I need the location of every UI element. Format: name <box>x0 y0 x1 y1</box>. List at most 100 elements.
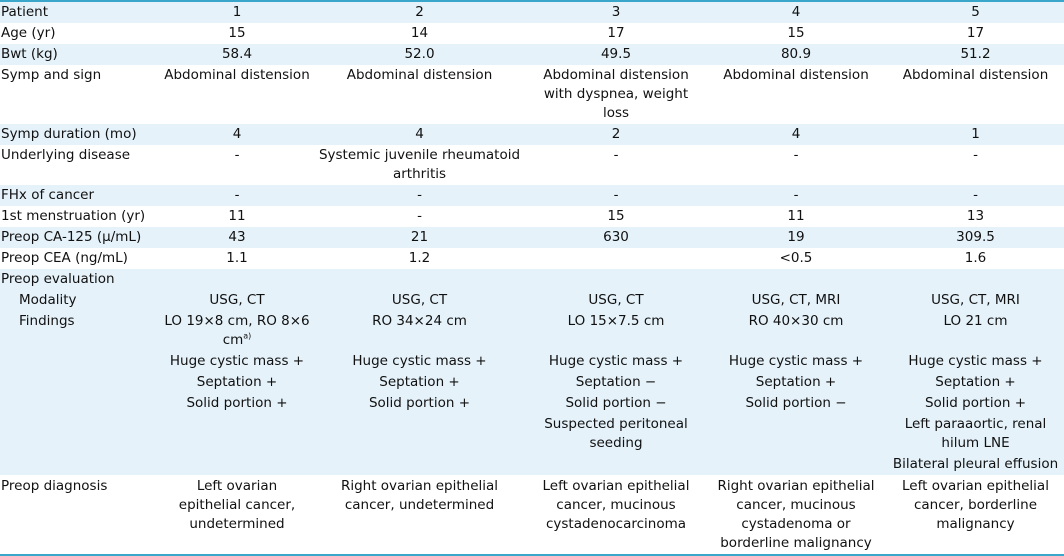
table-cell: Solid portion + <box>887 393 1064 414</box>
table-cell: Left ovarian epithelial cancer, mucinous… <box>527 475 705 555</box>
table-row: Preop CA-125 (μ/mL) 43 21 630 19 309.5 <box>0 227 1064 248</box>
table-cell: Abdominal distension <box>346 67 493 83</box>
table-cell: USG, CT, MRI <box>705 290 887 311</box>
table-cell: Solid portion + <box>312 393 527 414</box>
row-label: Age (yr) <box>1 25 56 41</box>
table-row: Bwt (kg) 58.4 52.0 49.5 80.9 51.2 <box>0 44 1064 65</box>
table-cell: LO 19×8 cm, RO 8×6 cma) <box>162 311 312 351</box>
table-cell: 1 <box>887 124 1064 145</box>
row-label: Preop diagnosis <box>0 475 162 555</box>
table-cell: LO 21 cm <box>887 311 1064 351</box>
table-cell: Bilateral pleural effusion <box>887 454 1064 476</box>
table-row: Age (yr) 15 14 17 15 17 <box>0 23 1064 44</box>
table-cell: Huge cystic mass + <box>312 351 527 372</box>
table-cell: 17 <box>607 25 625 41</box>
table-cell: - <box>162 185 312 206</box>
table-cell: Septation + <box>887 372 1064 393</box>
table-cell: - <box>417 208 422 224</box>
table-cell: USG, CT, MRI <box>887 290 1064 311</box>
table-row: Solid portion + Solid portion + Solid po… <box>0 393 1064 414</box>
table-cell: - <box>312 185 527 206</box>
table-cell: 14 <box>410 25 429 41</box>
table-cell: Left ovarian epithelial cancer, borderli… <box>887 475 1064 555</box>
table-cell: USG, CT <box>162 290 312 311</box>
row-label: Symp and sign <box>1 67 102 83</box>
table-cell: 630 <box>527 227 705 248</box>
table-cell: RO 40×30 cm <box>705 311 887 351</box>
table-cell: 17 <box>966 25 985 41</box>
table-cell: 4 <box>162 124 312 145</box>
table-cell: Solid portion − <box>705 393 887 414</box>
row-label: FHx of cancer <box>0 185 162 206</box>
table-cell: Huge cystic mass + <box>527 351 705 372</box>
table-row: Findings LO 19×8 cm, RO 8×6 cma) RO 34×2… <box>0 311 1064 351</box>
table-cell: 1.1 <box>226 250 248 266</box>
table-row: Symp and sign Abdominal distension Abdom… <box>0 65 1064 124</box>
table-cell: Septation − <box>527 372 705 393</box>
table-cell: <0.5 <box>779 250 813 266</box>
row-label: Modality <box>0 290 162 311</box>
row-label: Preop CA-125 (μ/mL) <box>0 227 162 248</box>
table-row: Bilateral pleural effusion <box>0 454 1064 476</box>
table-cell: USG, CT <box>527 290 705 311</box>
table-cell: 49.5 <box>527 44 705 65</box>
table-cell: LO 15×7.5 cm <box>527 311 705 351</box>
table-row: Suspected peritoneal seeding Left paraao… <box>0 414 1064 454</box>
row-label: Bwt (kg) <box>0 44 162 65</box>
table-row: Preop CEA (ng/mL) 1.1 1.2 <0.5 1.6 <box>0 248 1064 269</box>
header-cell: 1 <box>162 1 312 23</box>
row-label: Underlying disease <box>1 147 131 163</box>
row-label: 1st menstruation (yr) <box>1 208 146 224</box>
header-cell: 3 <box>527 1 705 23</box>
finding-text: LO 19×8 cm, RO 8×6 cm <box>164 313 310 348</box>
table-cell: 13 <box>966 208 985 224</box>
table-cell: 15 <box>787 25 805 41</box>
header-cell: 5 <box>887 1 1064 23</box>
table-row: Huge cystic mass + Huge cystic mass + Hu… <box>0 351 1064 372</box>
table-cell: 1.2 <box>408 250 431 266</box>
table-row: Preop diagnosis Left ovarian epithelial … <box>0 475 1064 555</box>
footnote-mark: a) <box>243 331 252 341</box>
header-cell: 2 <box>312 1 527 23</box>
section-row: Preop evaluation <box>0 269 1064 290</box>
table-cell: Septation + <box>705 372 887 393</box>
table-cell: 19 <box>705 227 887 248</box>
table-cell: USG, CT <box>312 290 527 311</box>
table-cell <box>527 248 705 269</box>
table-cell: Abdominal distension <box>902 67 1049 83</box>
table-cell: 52.0 <box>312 44 527 65</box>
table-row: Modality USG, CT USG, CT USG, CT USG, CT… <box>0 290 1064 311</box>
table-cell: 21 <box>312 227 527 248</box>
table-cell: Abdominal distension <box>723 67 869 83</box>
table-cell: 15 <box>228 25 246 41</box>
table-cell: 1.6 <box>964 250 987 266</box>
table-cell: - <box>973 147 978 163</box>
table-row: FHx of cancer - - - - - <box>0 185 1064 206</box>
table-cell: 51.2 <box>887 44 1064 65</box>
table-cell: RO 34×24 cm <box>312 311 527 351</box>
table-cell: 4 <box>312 124 527 145</box>
table-cell: 309.5 <box>887 227 1064 248</box>
table-cell: Abdominal distension <box>164 67 310 83</box>
row-label: Findings <box>0 311 162 351</box>
table-cell: Solid portion + <box>162 393 312 414</box>
table-cell: Right ovarian epithelial cancer, mucinou… <box>705 475 887 555</box>
table-cell: 15 <box>607 208 625 224</box>
table-cell: 4 <box>705 124 887 145</box>
header-cell: Patient <box>0 1 162 23</box>
table-cell: Left paraaortic, renal hilum LNE <box>887 414 1064 454</box>
table-cell: 2 <box>527 124 705 145</box>
table-cell: 11 <box>228 208 246 224</box>
table-cell: Right ovarian epithelial cancer, undeter… <box>312 475 527 555</box>
row-label: Preop CEA (ng/mL) <box>1 250 128 266</box>
table-cell: Septation + <box>162 372 312 393</box>
table-cell: Left ovarian epithelial cancer, undeterm… <box>162 475 312 555</box>
table-cell: Huge cystic mass + <box>705 351 887 372</box>
table-row: Underlying disease - Systemic juvenile r… <box>0 145 1064 185</box>
header-row: Patient 1 2 3 4 5 <box>0 1 1064 23</box>
table-cell: Suspected peritoneal seeding <box>527 414 705 454</box>
table-cell: Abdominal distension with dyspnea, weigh… <box>543 67 689 121</box>
row-label: Symp duration (mo) <box>0 124 162 145</box>
table-row: 1st menstruation (yr) 11 - 15 11 13 <box>0 206 1064 227</box>
